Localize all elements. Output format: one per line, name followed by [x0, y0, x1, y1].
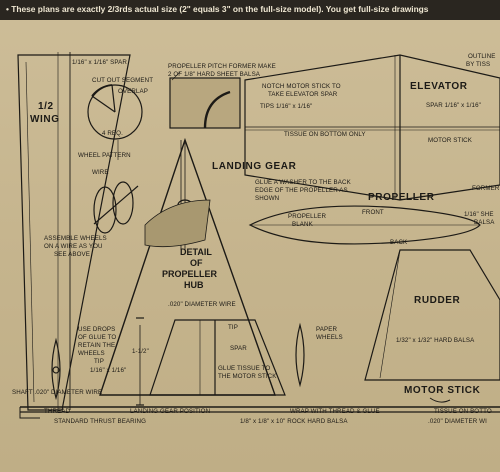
wheel-right — [112, 181, 134, 225]
overlap-label: OVERLAP — [118, 88, 148, 95]
prop-former: FORMER — [472, 185, 500, 192]
use-drops-line1: USE DROPS — [78, 326, 116, 333]
gear-height-label: 1-1/2" — [132, 348, 149, 355]
rudder-outline — [364, 249, 500, 381]
assemble-line2: ON A WIRE AS YOU — [44, 243, 103, 250]
elevator-motor-stick: MOTOR STICK — [428, 137, 472, 144]
gear-wire-label: .020" DIAMETER WIRE — [168, 301, 236, 308]
gear-tip-label: TIP — [228, 324, 238, 331]
gear-side-trapezoid — [149, 319, 286, 396]
hub-line2: OF — [190, 258, 203, 268]
wing-tip-line2: 1/16" x 1/16" — [90, 367, 127, 374]
wing-outline — [17, 54, 131, 411]
paper-wheels-line2: WHEELS — [316, 334, 343, 341]
pitch-former-line1: PROPELLER PITCH FORMER MAKE — [168, 63, 276, 70]
assemble-line3: SEE ABOVE — [54, 251, 90, 258]
paper-wheels-line1: PAPER — [316, 326, 338, 333]
use-drops-line4: WHEELS — [78, 350, 105, 357]
motor-stick-balsa: 1/8" x 1/8" x 10" ROCK HARD BALSA — [240, 418, 348, 425]
propeller-title: PROPELLER — [368, 192, 435, 203]
notch-line1: NOTCH MOTOR STICK TO — [262, 83, 341, 90]
elevator-tips: TIPS 1/16" x 1/16" — [260, 103, 313, 110]
gear-position-label: LANDING GEAR POSITION — [130, 408, 211, 415]
thread-label: THREAD — [44, 408, 71, 415]
header-text: • These plans are exactly 2/3rds actual … — [6, 4, 429, 14]
wing-title-line1: 1/2 — [38, 101, 54, 112]
rudder-balsa: 1/32" x 1/32" HARD BALSA — [396, 337, 475, 344]
outline-line1: OUTLINE — [468, 53, 496, 60]
wheel-left — [93, 186, 117, 234]
elevator-spar: SPAR 1/16" x 1/16" — [426, 102, 481, 109]
glue-washer-line3: SHOWN — [255, 195, 280, 202]
hub-line4: HUB — [184, 280, 204, 290]
gear-spar-label: SPAR — [230, 345, 247, 352]
hub-line3: PROPELLER — [162, 269, 218, 279]
prop-back: BACK — [390, 239, 408, 246]
header-bar — [0, 0, 500, 20]
wing-prop-leaf — [51, 337, 61, 401]
prop-blank-line2: BLANK — [292, 221, 313, 228]
pitch-former-line2: 2 OF 1/8" HARD SHEET BALSA — [168, 71, 261, 78]
glue-tissue-line2: THE MOTOR STICK — [218, 373, 277, 380]
elevator-title: ELEVATOR — [410, 81, 468, 92]
motor-stick-wire: .020" DIAMETER WI — [428, 418, 487, 425]
glue-washer-line2: EDGE OF THE PROPELLER AS — [255, 187, 348, 194]
elevator-tissue: TISSUE ON BOTTOM ONLY — [284, 131, 366, 138]
req-label: 4 REQ. — [102, 130, 123, 137]
wing-shaft-label: SHAFT .020" DIAMETER WIRE — [12, 389, 103, 396]
rudder-title: RUDDER — [414, 295, 461, 306]
motor-stick-wrap: WRAP WITH THREAD & GLUE — [290, 408, 380, 415]
motor-stick-title: MOTOR STICK — [404, 385, 481, 396]
outline-line2: BY TISS — [466, 61, 491, 68]
use-drops-line3: RETAIN THE — [78, 342, 116, 349]
cut-out-label: CUT OUT SEGMENT — [92, 77, 154, 84]
wing-title-line2: WING — [30, 114, 60, 125]
landing-gear-title: LANDING GEAR — [212, 161, 297, 172]
hub-line1: DETAIL — [180, 247, 212, 257]
prop-blank-line1: PROPELLER — [288, 213, 327, 220]
wire-label: WIRE — [92, 169, 109, 176]
glue-washer-line1: GLUE A WASHER TO THE BACK — [255, 179, 351, 186]
glue-tissue-line1: GLUE TISSUE TO — [218, 365, 271, 372]
use-drops-line2: OF GLUE TO — [78, 334, 117, 341]
assemble-line1: ASSEMBLE WHEELS — [44, 235, 107, 242]
wheel-pattern-label: WHEEL PATTERN — [78, 152, 131, 159]
motor-stick-tissue: TISSUE ON BOTTO — [434, 408, 492, 415]
bearing-label: STANDARD THRUST BEARING — [54, 418, 147, 425]
prop-sheet-line2: BALSA — [474, 219, 495, 226]
wing-spar-label: 1/16" x 1/16" SPAR — [72, 59, 127, 66]
prop-sheet-line1: 1/16" SHE — [464, 211, 494, 218]
landing-gear-triangle — [99, 137, 276, 396]
prop-front: FRONT — [362, 209, 384, 216]
wing-tip-line1: TIP — [94, 358, 104, 365]
wheel-pattern-circle — [87, 84, 143, 140]
notch-line2: TAKE ELEVATOR SPAR — [268, 91, 338, 98]
